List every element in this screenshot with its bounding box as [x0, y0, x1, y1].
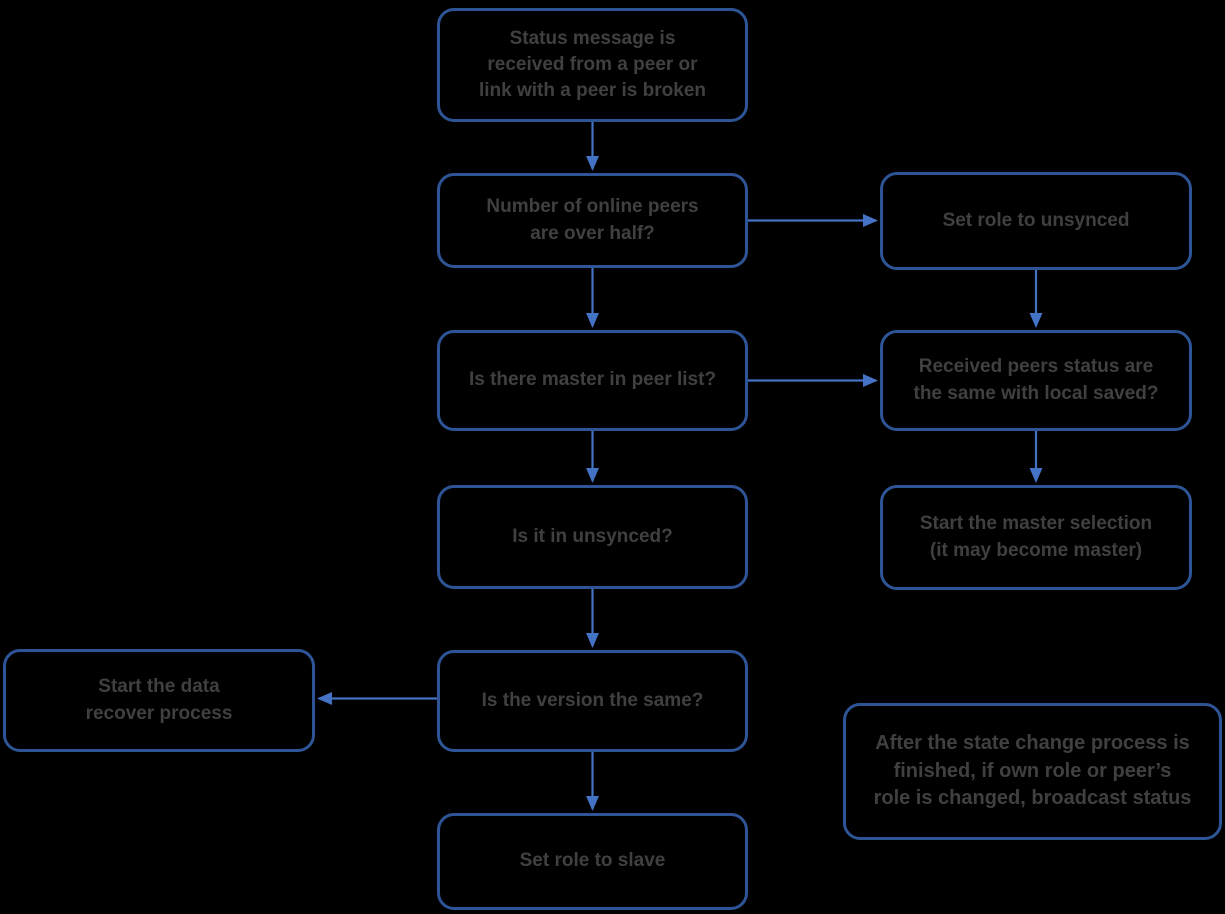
node-is-version-same: Is the version the same?	[437, 650, 748, 752]
node-is-in-unsynced: Is it in unsynced?	[437, 485, 748, 589]
node-start-data-recover: Start the data recover process	[3, 649, 315, 752]
node-set-role-slave: Set role to slave	[437, 813, 748, 910]
node-status-received: Status message is received from a peer o…	[437, 8, 748, 122]
node-broadcast-status-note: After the state change process is finish…	[843, 703, 1222, 840]
node-online-peers-over-half: Number of online peers are over half?	[437, 173, 748, 268]
node-master-in-peer-list: Is there master in peer list?	[437, 330, 748, 431]
node-set-role-unsynced: Set role to unsynced	[880, 172, 1192, 270]
node-start-master-selection: Start the master selection (it may becom…	[880, 485, 1192, 590]
node-peers-status-same: Received peers status are the same with …	[880, 330, 1192, 431]
